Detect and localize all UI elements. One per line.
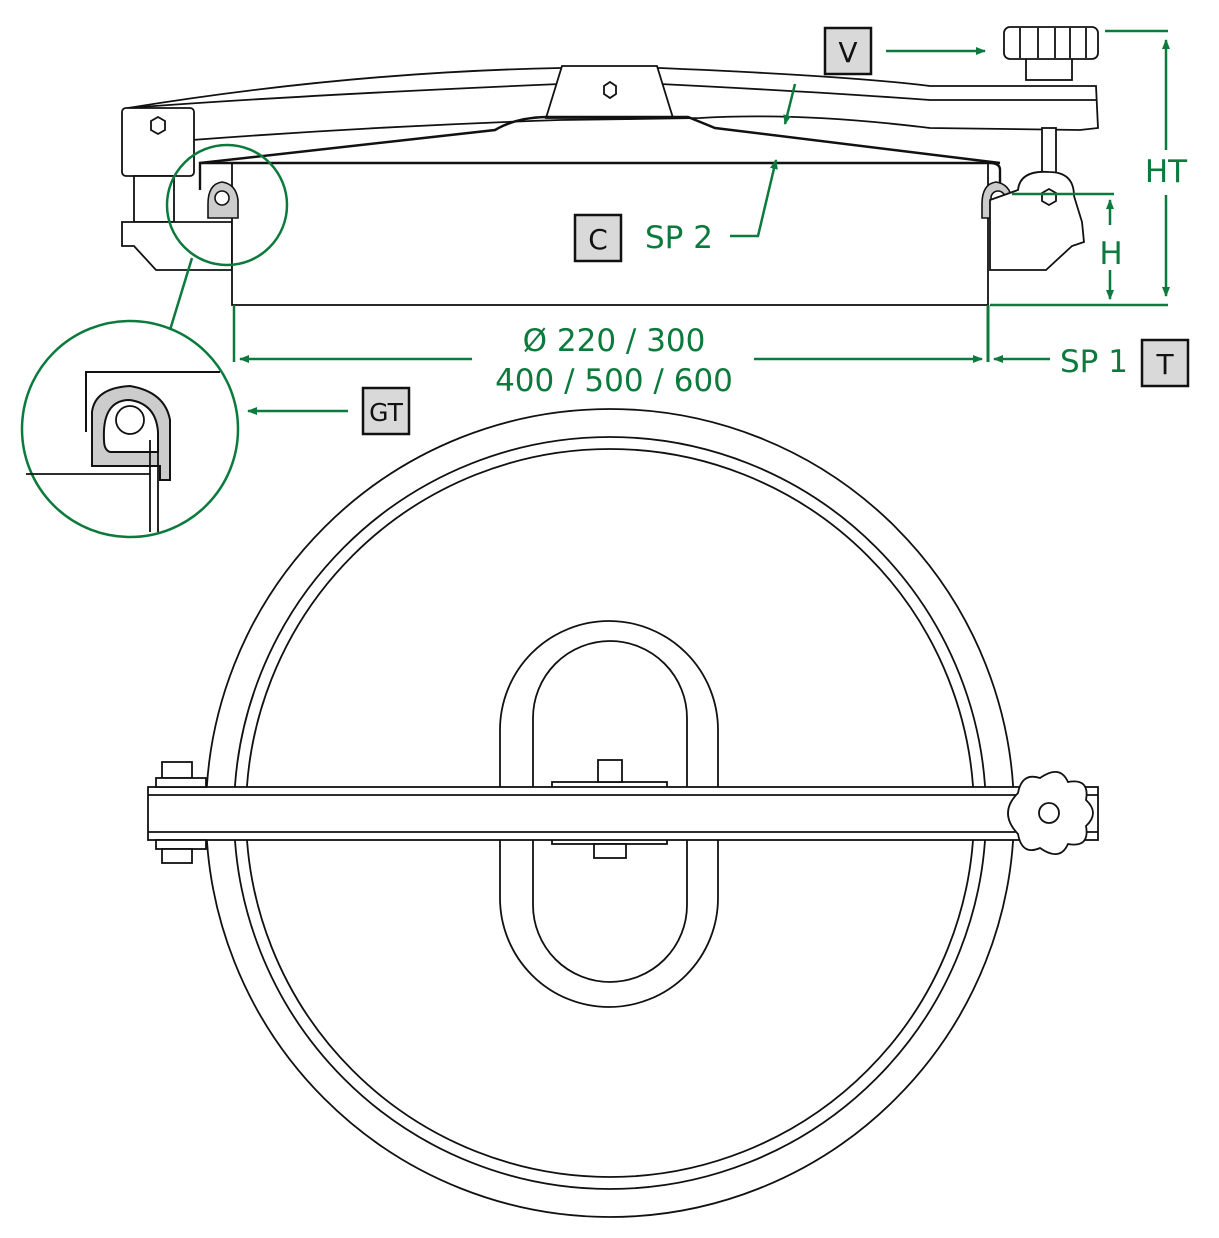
label-ht: HT [1145,154,1188,190]
label-gt: GT [369,398,403,427]
gasket-detail-circle [20,319,240,539]
oval-handle [499,620,719,1008]
lid [199,115,1001,165]
knob-v [1003,26,1099,60]
side-view [121,26,1099,306]
diameter-label-1: Ø 220 / 300 [523,323,706,359]
label-t: T [1155,348,1174,381]
label-sp1: SP 1 [1060,344,1128,380]
label-h: H [1099,236,1122,272]
label-sp2: SP 2 [645,220,713,256]
hex-nut-icon [150,115,166,136]
label-c: C [588,223,608,256]
dimensions: V HT H SP 2 C Ø 220 / 300 400 / 500 / 60… [20,26,1190,539]
diameter-label-2: 400 / 500 / 600 [495,363,733,399]
hex-nut-icon [603,80,617,100]
label-v: V [838,36,857,69]
top-view [147,408,1099,1218]
latch-block [989,170,1085,271]
center-bracket [544,65,675,119]
